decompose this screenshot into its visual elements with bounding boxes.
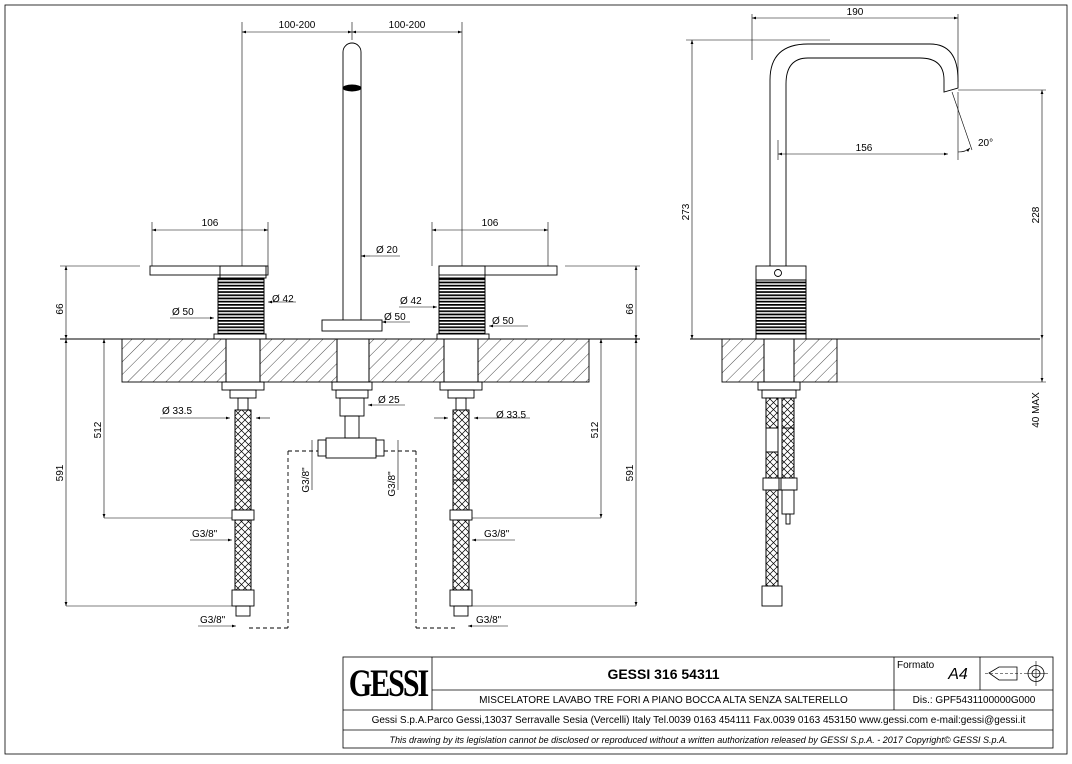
angle-dim: 20° [978,138,993,149]
spout-diam-dim: Ø 20 [376,245,398,256]
left-hose [231,397,255,617]
copyright-disclaimer: This drawing by its legislation cannot b… [389,734,1008,745]
hose-len-right-dim: 512 [590,421,601,438]
body-diam-right-dim: Ø 42 [400,296,422,307]
title-block-frame [342,656,1054,749]
hose-len-left-dim: 512 [93,421,104,438]
outlet-height-dim: 228 [1031,206,1042,223]
shank-diam-right-dim: Ø 33.5 [496,410,526,421]
spread-right-dim: 100-200 [389,20,426,31]
total-len-right-dim: 591 [625,464,636,481]
spout [317,42,385,459]
thread-left-lower: G3/8" [200,615,226,626]
thread-left-upper: G3/8" [192,529,218,540]
total-len-left-dim: 591 [55,464,66,481]
thread-right-lower: G3/8" [476,615,502,626]
company-info: Gessi S.p.A.Parco Gessi,13037 Serravalle… [371,715,1026,726]
base-diam-right-dim: Ø 50 [492,316,514,327]
handle-width-left-dim: 106 [202,218,219,229]
handle-width-right-dim: 106 [482,218,499,229]
body-height-right-dim: 66 [625,303,636,315]
base-diam-center-dim: Ø 50 [384,312,406,323]
sheet-border [4,4,1068,755]
side-view [686,14,1046,607]
body-height-left-dim: 66 [55,303,66,315]
shank-diam-left-dim: Ø 33.5 [162,406,192,417]
product-description: MISCELATORE LAVABO TRE FORI A PIANO BOCC… [479,695,848,706]
tee-thread-right: G3/8" [387,471,398,497]
gessi-logo: GESSI [348,661,429,705]
front-view-labels: 100-200 100-200 106 106 Ø 20 Ø 42 Ø 42 Ø… [55,20,636,626]
drawing-number: Dis.: GPF5431100000G000 [912,695,1036,706]
base-diam-left-dim: Ø 50 [172,307,194,318]
spout-shank-diam-dim: Ø 25 [378,395,400,406]
overall-height-dim: 273 [681,203,692,220]
spread-left-dim: 100-200 [279,20,316,31]
side-view-labels: 190 156 20° 273 228 40 MAX [681,7,1042,428]
tee-thread-left: G3/8" [301,467,312,493]
left-valve [149,265,269,399]
reach-dim: 156 [856,143,873,154]
depth-dim: 190 [847,7,864,18]
product-code: GESSI 316 54311 [607,666,720,682]
right-hose [449,397,473,617]
format-label: Formato [897,659,935,671]
format-value: A4 [948,666,968,683]
front-view [60,22,640,629]
thread-right-upper: G3/8" [484,529,510,540]
body-diam-left-dim: Ø 42 [272,294,294,305]
side-spout [769,43,959,266]
right-valve [436,265,558,399]
max-thickness-dim: 40 MAX [1031,392,1042,428]
